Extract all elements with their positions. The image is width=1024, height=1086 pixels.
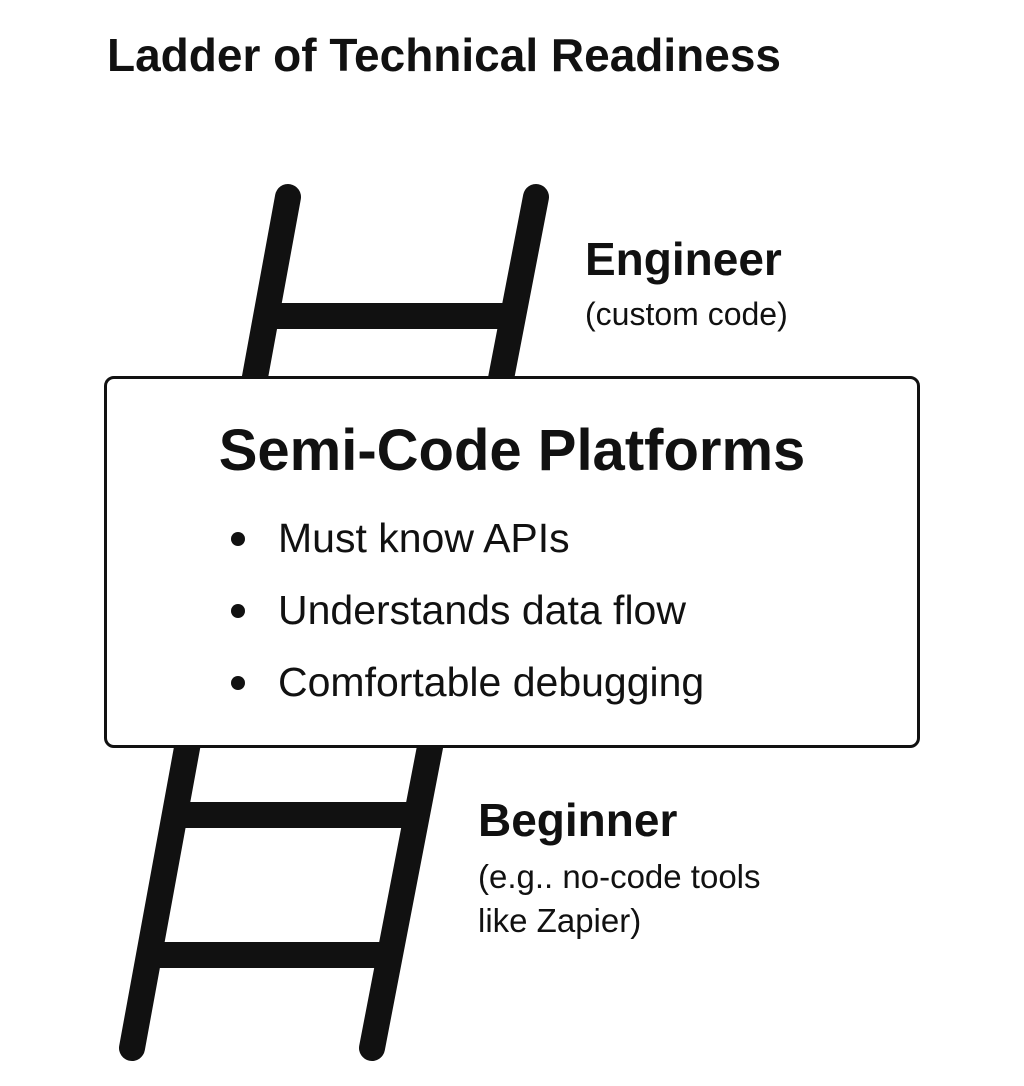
- box-title: Semi-Code Platforms: [218, 418, 806, 483]
- bullet-item: Comfortable debugging: [231, 659, 704, 706]
- engineer-sublabel: (custom code): [585, 296, 788, 332]
- beginner-sublabel-line1: (e.g.. no-code tools: [478, 858, 761, 895]
- bullet-text: Comfortable debugging: [278, 659, 705, 705]
- bullet-icon: [231, 531, 245, 546]
- bullet-icon: [231, 675, 245, 690]
- bullet-item: Understands data flow: [231, 587, 686, 634]
- diagram-title: Ladder of Technical Readiness: [107, 29, 782, 81]
- engineer-label: Engineer: [585, 233, 782, 285]
- beginner-label: Beginner: [478, 794, 678, 846]
- beginner-sublabel-line2: like Zapier): [478, 902, 642, 939]
- bullet-item: Must know APIs: [231, 515, 570, 562]
- semi-code-box: Semi-Code Platforms Must know APIs Under…: [104, 376, 920, 748]
- bullet-text: Understands data flow: [278, 587, 686, 633]
- bullet-text: Must know APIs: [278, 515, 570, 561]
- bullet-icon: [231, 603, 245, 618]
